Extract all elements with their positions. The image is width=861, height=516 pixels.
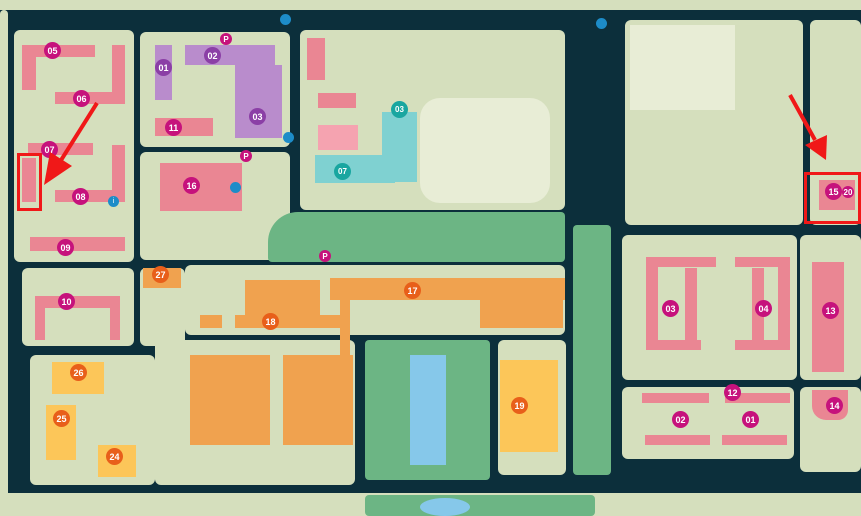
accessibility-icon bbox=[283, 132, 294, 143]
building-02-east-b bbox=[645, 435, 710, 445]
marker-24[interactable]: 24 bbox=[106, 448, 123, 465]
pond bbox=[420, 498, 470, 516]
marker-sports-03[interactable]: 03 bbox=[391, 101, 408, 118]
marker-11[interactable]: 11 bbox=[165, 119, 182, 136]
building-10-wings bbox=[35, 296, 45, 340]
marker-06[interactable]: 06 bbox=[73, 90, 90, 107]
building-teaching-link bbox=[340, 300, 350, 355]
building-16 bbox=[160, 163, 242, 211]
marker-purple-03[interactable]: 03 bbox=[249, 108, 266, 125]
marker-12[interactable]: 12 bbox=[724, 384, 741, 401]
parking-icon[interactable]: P bbox=[220, 33, 232, 45]
building-09 bbox=[30, 237, 125, 251]
water-feature bbox=[410, 355, 446, 465]
marker-purple-01[interactable]: 01 bbox=[155, 59, 172, 76]
building-10-wings2 bbox=[110, 296, 120, 340]
tennis-courts bbox=[315, 155, 395, 183]
building-north-small bbox=[307, 38, 325, 80]
building-03-east bbox=[646, 257, 716, 267]
building-03-east-c bbox=[685, 268, 697, 343]
marker-19[interactable]: 19 bbox=[511, 397, 528, 414]
marker-25[interactable]: 25 bbox=[53, 410, 70, 427]
building-08-wing bbox=[112, 145, 125, 202]
building-04-east bbox=[735, 257, 790, 267]
building-18-w bbox=[200, 315, 222, 328]
green-strip bbox=[573, 225, 611, 475]
building-17-east bbox=[480, 278, 563, 328]
top-strip bbox=[0, 0, 861, 10]
marker-east-04[interactable]: 04 bbox=[755, 300, 772, 317]
building-teaching-e bbox=[283, 355, 353, 445]
marker-east-01[interactable]: 01 bbox=[742, 411, 759, 428]
marker-east-02[interactable]: 02 bbox=[672, 411, 689, 428]
building-06-wing bbox=[112, 45, 125, 103]
transit-icon bbox=[230, 182, 241, 193]
building-01-east-b bbox=[722, 435, 787, 445]
marker-10[interactable]: 10 bbox=[58, 293, 75, 310]
building-10 bbox=[35, 296, 120, 308]
marker-07[interactable]: 07 bbox=[41, 141, 58, 158]
building-02-east bbox=[642, 393, 709, 403]
accessibility-icon bbox=[280, 14, 291, 25]
building-03-east-b bbox=[646, 340, 701, 350]
marker-26[interactable]: 26 bbox=[70, 364, 87, 381]
marker-18[interactable]: 18 bbox=[262, 313, 279, 330]
marker-sports-07[interactable]: 07 bbox=[334, 163, 351, 180]
marker-14[interactable]: 14 bbox=[826, 397, 843, 414]
building-highlighted-left bbox=[22, 158, 36, 202]
building-north-small2 bbox=[318, 93, 356, 108]
building-teaching-w bbox=[190, 355, 270, 445]
building-01-east bbox=[725, 393, 790, 403]
highlight-box-right bbox=[804, 172, 861, 224]
building-06 bbox=[55, 92, 125, 104]
marker-15[interactable]: 15 bbox=[825, 183, 842, 200]
marker-08[interactable]: 08 bbox=[72, 188, 89, 205]
green-park bbox=[268, 212, 565, 262]
left-edge bbox=[0, 10, 8, 500]
parking-icon[interactable]: P bbox=[319, 250, 331, 262]
parking-icon[interactable]: P bbox=[240, 150, 252, 162]
building-04-east-v bbox=[778, 257, 790, 347]
marker-27[interactable]: 27 bbox=[152, 266, 169, 283]
building-purple-03 bbox=[235, 65, 282, 138]
court bbox=[318, 125, 358, 150]
building-18-n bbox=[245, 280, 320, 315]
marker-09[interactable]: 09 bbox=[57, 239, 74, 256]
accessibility-icon bbox=[596, 18, 607, 29]
field bbox=[630, 25, 735, 110]
sports-track bbox=[420, 98, 550, 203]
courts-03 bbox=[382, 112, 417, 182]
building-19 bbox=[500, 360, 558, 452]
highlight-box-left bbox=[17, 153, 42, 211]
marker-05[interactable]: 05 bbox=[44, 42, 61, 59]
info-icon[interactable]: i bbox=[108, 196, 119, 207]
marker-17[interactable]: 17 bbox=[404, 282, 421, 299]
marker-13[interactable]: 13 bbox=[822, 302, 839, 319]
marker-16[interactable]: 16 bbox=[183, 177, 200, 194]
marker-east-03[interactable]: 03 bbox=[662, 300, 679, 317]
marker-20[interactable]: 20 bbox=[842, 186, 854, 198]
building-03-east-v bbox=[646, 257, 658, 347]
building-05-wing bbox=[22, 45, 36, 90]
building-04-east-b bbox=[735, 340, 790, 350]
marker-purple-02[interactable]: 02 bbox=[204, 47, 221, 64]
